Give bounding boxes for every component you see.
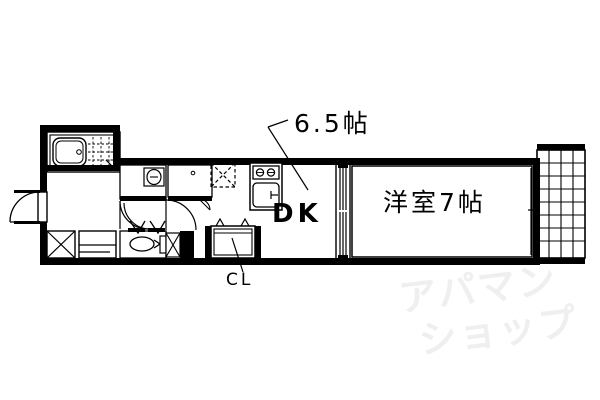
washbasin bbox=[119, 164, 167, 201]
dk-area-label: 6.5帖 bbox=[294, 109, 371, 138]
bathtub bbox=[52, 137, 87, 167]
balcony bbox=[536, 144, 586, 264]
kitchen-sink bbox=[252, 182, 280, 208]
utility-box bbox=[165, 231, 194, 258]
closet bbox=[205, 217, 261, 259]
dk-room-label: DK bbox=[272, 199, 322, 229]
meter-box bbox=[46, 230, 76, 259]
bathroom bbox=[40, 125, 121, 173]
closet-label: CL bbox=[226, 270, 254, 290]
washing-machine-space bbox=[167, 162, 236, 211]
main-room-outline bbox=[351, 165, 533, 258]
washroom-door bbox=[123, 202, 151, 230]
leader-line-closet bbox=[231, 237, 244, 273]
leader-lines bbox=[231, 119, 309, 273]
main-room-label: 洋室7帖 bbox=[383, 188, 486, 217]
balcony-window bbox=[528, 168, 537, 255]
shoe-cabinet bbox=[78, 230, 117, 259]
shower-tile-area bbox=[88, 137, 116, 168]
leader-line-dk-area bbox=[267, 119, 289, 128]
entrance-door bbox=[9, 190, 48, 224]
double-door-leaves bbox=[128, 220, 166, 235]
sliding-door-partition bbox=[335, 162, 351, 261]
kitchen-unit bbox=[249, 162, 283, 211]
hall-door bbox=[165, 199, 197, 231]
balcony-grid bbox=[537, 150, 585, 258]
toilet bbox=[119, 230, 167, 259]
gas-stove-two-burner bbox=[252, 165, 280, 180]
